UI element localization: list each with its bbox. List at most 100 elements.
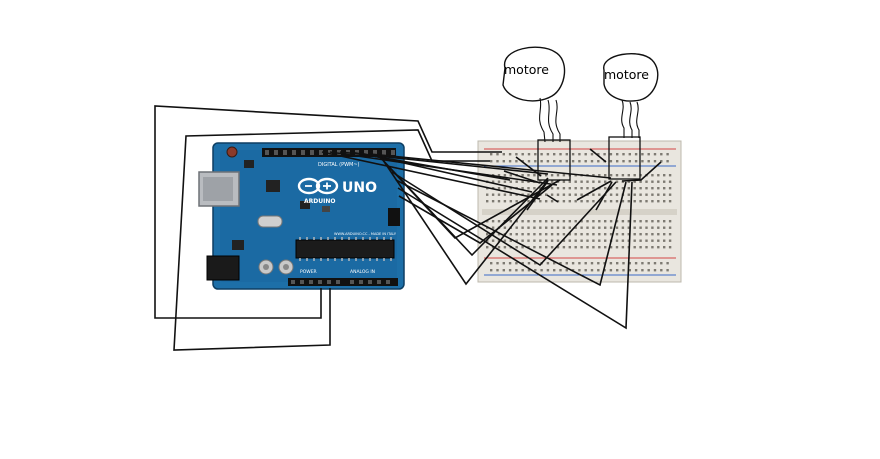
breadboard-hole [592,180,595,183]
breadboard-hole [622,153,625,156]
breadboard-hole [634,153,638,156]
breadboard-hole [503,193,507,196]
breadboard-hole [521,269,524,272]
breadboard-hole [657,246,660,249]
wire [503,170,541,184]
wire [321,151,541,200]
breadboard-hole [534,269,537,272]
breadboard-hole [627,200,630,203]
breadboard-hole [550,246,554,249]
breadboard-hole [663,180,666,183]
breadboard-hole [486,220,489,223]
breadboard-hole [550,226,554,229]
breadboard-hole [621,174,625,177]
breadboard-hole [571,153,575,156]
capacitor [278,259,294,275]
breadboard-hole [645,226,648,229]
breadboard-hole [609,226,613,229]
breadboard-hole [621,187,625,190]
breadboard-hole [622,160,625,163]
breadboard-hole [574,200,577,203]
breadboard-hole [578,262,581,265]
breadboard-hole [502,269,505,272]
breadboard-hole [598,233,601,236]
breadboard-hole [615,220,619,223]
breadboard-hole [586,220,589,223]
breadboard-hole [539,226,542,229]
breadboard-hole [604,200,607,203]
breadboard-hole [603,269,606,272]
breadboard-hole [634,269,638,272]
wire [546,194,559,203]
breadboard-hole [491,193,495,196]
breadboard-hole [568,246,571,249]
breadboard-hole [580,180,583,183]
breadboard-hole [660,269,663,272]
breadboard-hole [527,200,530,203]
breadboard-hole [657,220,660,223]
breadboard-hole [639,246,642,249]
breadboard-hole [556,220,560,223]
breadboard-hole [651,233,654,236]
breadboard-hole [553,153,556,156]
breadboard-hole [562,246,566,249]
breadboard-hole [502,262,505,265]
breadboard-hole [574,187,577,190]
breadboard-hole [657,193,660,196]
motor-left: motore [502,46,571,181]
breadboard-hole [657,174,660,177]
breadboard-hole [666,262,669,265]
breadboard-hole [515,160,518,163]
breadboard-hole [592,187,595,190]
breadboard-hole [641,153,644,156]
breadboard-hole [515,180,518,183]
breadboard-hole [550,239,554,242]
breadboard-hole [641,160,644,163]
breadboard-hole [580,226,583,229]
breadboard-hole [639,226,642,229]
breadboard-hole [651,193,654,196]
motor-driver-box [608,136,641,180]
breadboard-hole [562,174,566,177]
wire [154,105,502,319]
breadboard-hole [568,193,571,196]
breadboard-hole [521,153,524,156]
breadboard-hole [515,262,518,265]
breadboard-hole [647,269,650,272]
breadboard-hole [639,200,642,203]
breadboard-hole [546,153,550,156]
breadboard-hole [508,160,512,163]
breadboard-hole [556,174,560,177]
breadboard-hole [651,246,654,249]
breadboard-hole [663,187,666,190]
breadboard-hole [553,262,556,265]
breadboard-hole [497,180,501,183]
breadboard-hole [486,246,489,249]
wire [382,159,549,286]
breadboard-hole [598,193,601,196]
breadboard-hole [668,226,672,229]
breadboard-hole [509,200,512,203]
breadboard-hole [521,187,524,190]
breadboard-hole [533,220,536,223]
breadboard-hole [621,220,625,223]
breadboard-hole [628,160,631,163]
breadboard-hole [521,239,524,242]
breadboard-hole [597,160,600,163]
breadboard-hole [651,226,654,229]
breadboard-hole [550,187,554,190]
breadboard-hole [550,233,554,236]
breadboard-hole [668,187,672,190]
board-url-text: WWW.ARDUINO.CC - MADE IN ITALY [334,232,397,236]
breadboard-hole [641,269,644,272]
breadboard-hole [503,180,507,183]
breadboard-hole [660,262,663,265]
breadboard-hole [491,239,495,242]
analog-in-label: ANALOG IN [350,269,375,275]
breadboard-hole [627,220,630,223]
breadboard-hole [633,239,636,242]
breadboard-hole [545,200,548,203]
breadboard-hole [521,233,524,236]
breadboard-hole [590,160,594,163]
